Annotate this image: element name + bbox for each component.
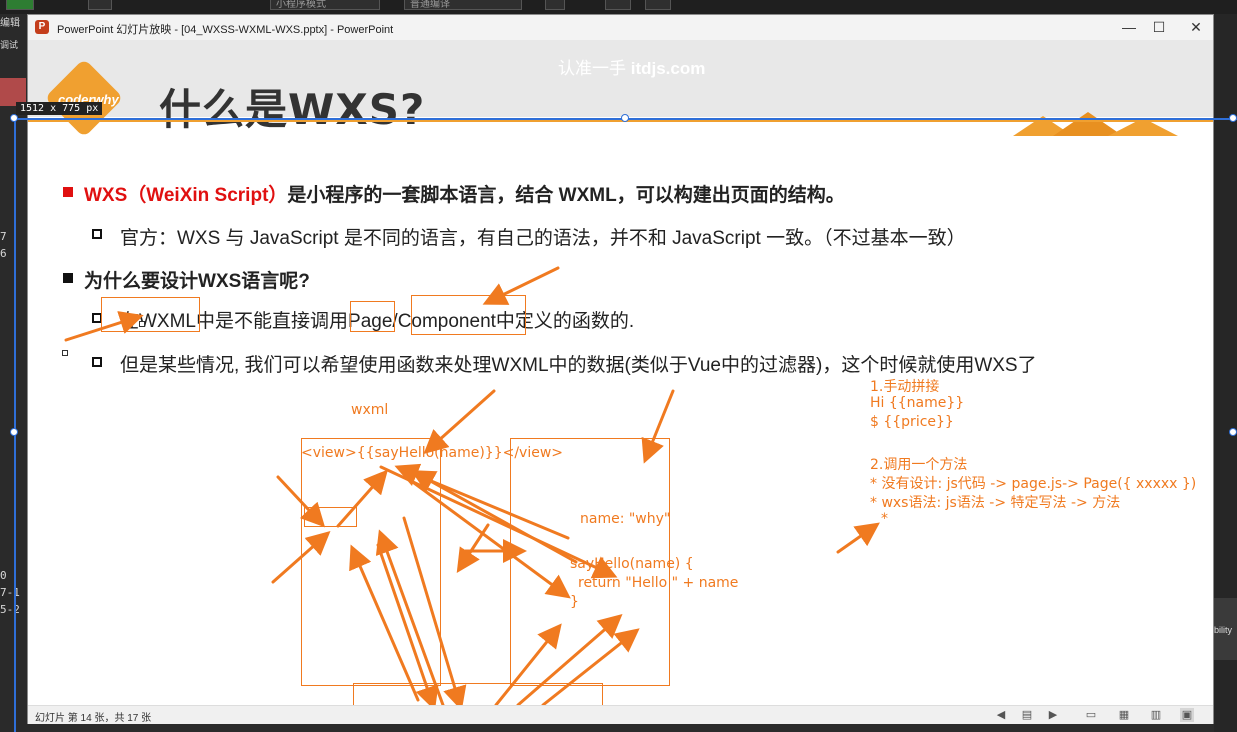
- edge-red-block: [0, 78, 26, 106]
- close-button[interactable]: ✕: [1190, 19, 1202, 35]
- bottom-box: [353, 683, 603, 705]
- sayhello-code: sayHello(name) {: [570, 556, 694, 572]
- slide-title: 什么是WXS?: [159, 85, 426, 134]
- small-slot-box: [304, 507, 357, 527]
- bullet-line-2: 官方：WXS 与 JavaScript 是不同的语言，有自己的语法，并不和 Ja…: [120, 228, 966, 249]
- watermark-site: itdjs.com: [630, 59, 706, 78]
- background-app-toolbar: 小程序模式 普通编译: [0, 0, 1237, 14]
- note-5: * 没有设计: js代码 -> page.js-> Page({ xxxxx }…: [870, 476, 1197, 492]
- bullet-line-1: WXS（WeiXin Script）是小程序的一套脚本语言，结合 WXML，可以…: [84, 180, 845, 207]
- note-6: * wxs语法: js语法 -> 特定写法 -> 方法: [870, 495, 1121, 511]
- slide-menu-icon[interactable]: ▤: [1021, 709, 1033, 721]
- slide-header: coderwhy 什么是WXS? 认准一手 itdjs.com: [28, 40, 1213, 138]
- compile-select[interactable]: [404, 0, 522, 10]
- mode-select-label: 小程序模式: [276, 0, 326, 10]
- selection-handle[interactable]: [1229, 428, 1237, 436]
- background-app-right-edge: [1214, 14, 1237, 732]
- note-2: Hi {{name}}: [870, 395, 965, 411]
- bullet-line-3: 为什么要设计WXS语言呢?: [84, 271, 310, 292]
- watermark: 认准一手 itdjs.com: [558, 54, 705, 79]
- arrow: [456, 523, 490, 574]
- selection-left-edge: [14, 118, 16, 732]
- toolbar-button[interactable]: [545, 0, 565, 10]
- edge-text: bility: [1214, 625, 1233, 635]
- toolbar-button[interactable]: [88, 0, 112, 10]
- slide-canvas[interactable]: coderwhy 什么是WXS? 认准一手 itdjs.com WXS（WeiX…: [28, 40, 1213, 705]
- toolbar-button[interactable]: [605, 0, 631, 10]
- shape-handle[interactable]: [139, 321, 145, 327]
- edge-text: 5-2: [0, 603, 20, 616]
- dimension-tag: 1512 x 775 px: [16, 102, 103, 115]
- slide-sorter-icon[interactable]: ▦: [1118, 709, 1130, 721]
- window-titlebar[interactable]: P PowerPoint 幻灯片放映 - [04_WXSS-WXML-WXS.p…: [28, 15, 1213, 40]
- powerpoint-icon: P: [35, 20, 49, 34]
- edge-text: 编辑: [0, 18, 20, 29]
- highlight-box-page: [350, 301, 395, 332]
- wxml-label: wxml: [351, 402, 389, 418]
- decorative-mountains: [1013, 112, 1178, 136]
- previous-slide-icon[interactable]: ◀: [996, 709, 1006, 721]
- powerpoint-window: P PowerPoint 幻灯片放映 - [04_WXSS-WXML-WXS.p…: [27, 14, 1214, 724]
- compile-select-label: 普通编译: [410, 0, 450, 10]
- edge-text: 6: [0, 247, 7, 260]
- background-panel: [1214, 598, 1237, 660]
- return-code: return "Hello " + name: [578, 575, 739, 591]
- highlight-box-component: [411, 295, 526, 335]
- run-button[interactable]: [6, 0, 34, 10]
- name-code: name: "why": [580, 511, 671, 527]
- header-divider: [28, 120, 1213, 122]
- bullet-icon: [92, 229, 102, 239]
- watermark-prefix: 认准一手: [558, 59, 631, 78]
- edge-text: 调试: [0, 41, 19, 51]
- minimize-button[interactable]: —: [1122, 19, 1136, 35]
- page-word: Page: [348, 311, 393, 332]
- slideshow-statusbar: 幻灯片 第 14 张，共 17 张 ◀ ▤ ▶ ▭ ▦ ▥ ▣: [28, 705, 1213, 724]
- wxml-box: [301, 438, 441, 686]
- edge-text: 7: [0, 230, 7, 243]
- edge-text: 0: [0, 569, 7, 582]
- maximize-button[interactable]: ☐: [1152, 19, 1166, 35]
- line-4-end: 中定义的函数的.: [495, 311, 635, 332]
- note-4: 2.调用一个方法: [870, 457, 968, 473]
- bullet-line-4: 在WXML中是不能直接调用Page/Component中定义的函数的.: [120, 306, 634, 333]
- note-7: *: [881, 511, 888, 527]
- normal-view-icon[interactable]: ▭: [1085, 709, 1097, 721]
- edge-text: 7-1: [0, 586, 20, 599]
- bullet-icon: [63, 187, 73, 197]
- next-slide-icon[interactable]: ▶: [1048, 709, 1058, 721]
- selection-handle[interactable]: [1229, 114, 1237, 122]
- slideshow-view-icon[interactable]: ▣: [1180, 708, 1194, 722]
- selection-handle[interactable]: [621, 114, 629, 122]
- shape-handle[interactable]: [62, 350, 68, 356]
- selection-handle[interactable]: [10, 114, 18, 122]
- line-1-rest: 是小程序的一套脚本语言，结合 WXML，可以构建出页面的结构。: [287, 185, 845, 206]
- slide-counter: 幻灯片 第 14 张，共 17 张: [35, 713, 152, 724]
- toolbar-button[interactable]: [645, 0, 671, 10]
- bullet-icon: [63, 273, 73, 283]
- wxs-term: WXS（WeiXin Script）: [84, 185, 288, 206]
- brace-code: }: [570, 594, 579, 610]
- window-title: PowerPoint 幻灯片放映 - [04_WXSS-WXML-WXS.ppt…: [57, 24, 394, 36]
- note-1: 1.手动拼接: [870, 379, 940, 395]
- bullet-line-5: 但是某些情况, 我们可以希望使用函数来处理WXML中的数据(类似于Vue中的过滤…: [120, 355, 1037, 376]
- mode-select[interactable]: [270, 0, 380, 10]
- selection-handle[interactable]: [10, 428, 18, 436]
- line-4-part: 中是不能直接调用: [196, 311, 349, 332]
- highlight-box-wxml: [101, 297, 200, 332]
- slash: /: [392, 311, 398, 332]
- view-code: <view>{{sayHello(name)}}</view>: [301, 445, 564, 461]
- component-word: Component: [397, 311, 496, 332]
- bullet-icon: [92, 357, 102, 367]
- note-3: $ {{price}}: [870, 414, 954, 430]
- arrow: [836, 522, 880, 554]
- reading-view-icon[interactable]: ▥: [1150, 709, 1162, 721]
